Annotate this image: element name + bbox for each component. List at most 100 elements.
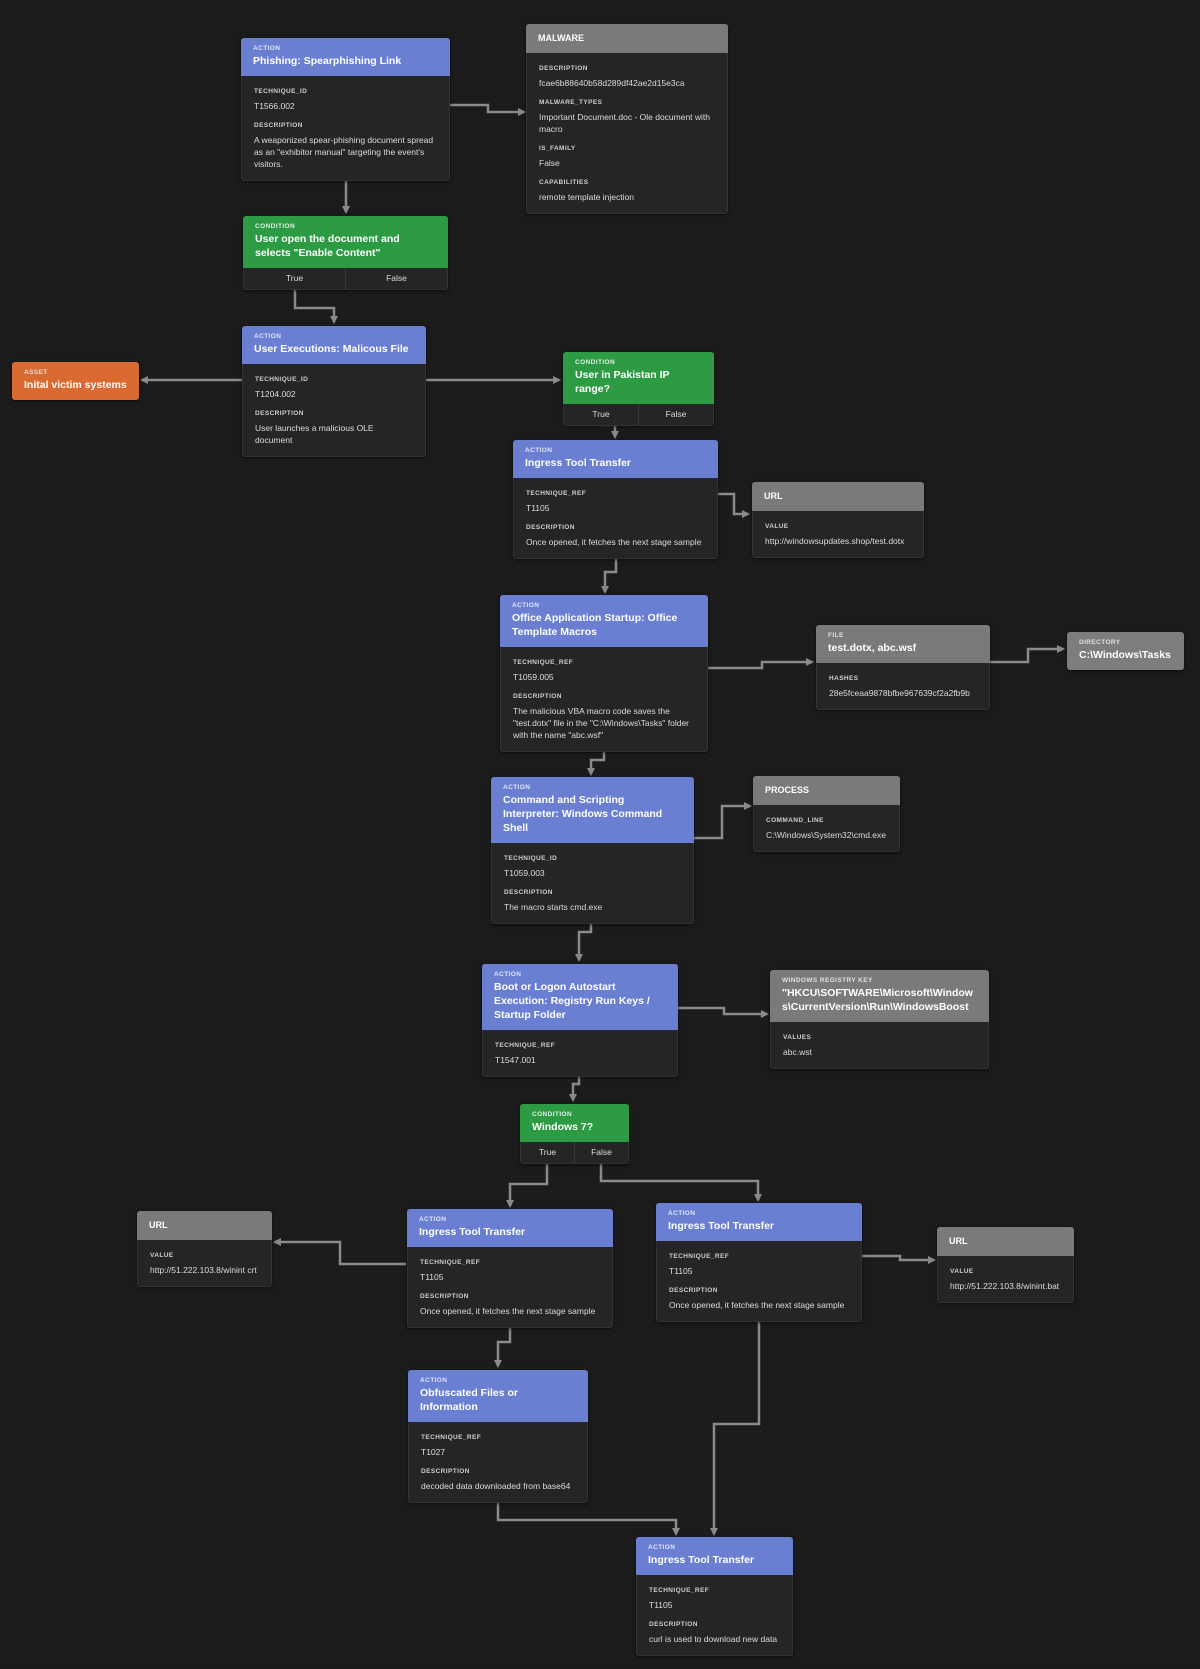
node-type-label: CONDITION	[255, 223, 296, 230]
node-title: User in Pakistan IP range?	[575, 369, 670, 395]
node-type-label: ACTION	[668, 1210, 696, 1217]
field-label: DESCRIPTION	[504, 889, 553, 896]
node-type-label: ACTION	[503, 784, 531, 791]
field-value: False	[539, 158, 560, 168]
node-title: Obfuscated Files or Information	[420, 1387, 519, 1413]
node-windows-command-shell[interactable]: ACTION Command and Scripting Interpreter:…	[491, 777, 694, 924]
node-condition-pakistan-ip[interactable]: CONDITION User in Pakistan IP range? True…	[563, 352, 714, 426]
field-value: decoded data downloaded from base64	[421, 1481, 571, 1491]
edge-windows7-false-to-ingress-right	[599, 1161, 762, 1202]
field-value: T1027	[421, 1447, 446, 1457]
field-value: Important Document.doc - Ole document wi…	[539, 112, 711, 134]
branch-true[interactable]: True	[538, 1147, 557, 1157]
node-title: Ingress Tool Transfer	[668, 1220, 774, 1232]
node-title: Boot or Logon Autostart Execution: Regis…	[494, 981, 650, 1021]
field-label: DESCRIPTION	[649, 1621, 698, 1628]
field-label: IS_FAMILY	[539, 145, 576, 152]
node-type-label: WINDOWS REGISTRY KEY	[782, 977, 873, 984]
node-type-label: ACTION	[512, 602, 540, 609]
field-value: The malicious VBA macro code saves the "…	[513, 706, 689, 740]
field-value: T1547.001	[495, 1055, 536, 1065]
field-label: TECHNIQUE_REF	[649, 1587, 710, 1594]
field-value: User launches a malicious OLE document	[255, 423, 374, 445]
edge-ingress-to-url	[718, 492, 750, 518]
field-label: TECHNIQUE_ID	[504, 855, 558, 862]
field-label: DESCRIPTION	[421, 1468, 470, 1475]
branch-true[interactable]: True	[592, 409, 610, 419]
field-label: TECHNIQUE_ID	[255, 376, 309, 383]
node-type-label: FILE	[828, 632, 844, 639]
field-label: TECHNIQUE_REF	[420, 1259, 481, 1266]
node-title: Office Application Startup: Office Templ…	[512, 612, 678, 638]
node-type-label: ACTION	[253, 45, 281, 52]
branch-false[interactable]: False	[574, 1142, 628, 1163]
edge-ingress-right-to-final-ingress	[710, 1310, 761, 1536]
node-title: User Executions: Malicous File	[254, 343, 409, 355]
node-type-label: PROCESS	[765, 785, 810, 795]
field-label: VALUES	[783, 1034, 812, 1041]
field-label: DESCRIPTION	[254, 122, 303, 129]
field-value: abc.wst	[783, 1047, 812, 1057]
field-label: TECHNIQUE_ID	[254, 88, 308, 95]
field-label: TECHNIQUE_REF	[669, 1253, 730, 1260]
branch-false[interactable]: False	[345, 268, 447, 289]
node-ingress-tool-transfer-3[interactable]: ACTION Ingress Tool Transfer TECHNIQUE_RE…	[656, 1203, 862, 1322]
node-title: Phishing: Spearphishing Link	[253, 55, 402, 67]
node-type-label: ACTION	[648, 1544, 676, 1551]
field-label: TECHNIQUE_REF	[421, 1434, 482, 1441]
field-value: http://51.222.103.8/winint crt	[150, 1265, 257, 1275]
node-title: Windows 7?	[532, 1121, 594, 1133]
field-value: Once opened, it fetches the next stage s…	[526, 537, 702, 547]
field-label: TECHNIQUE_REF	[513, 659, 574, 666]
field-value: http://51.222.103.8/winint.bat	[950, 1281, 1060, 1291]
node-directory-windows-tasks[interactable]: DIRECTORY C:\Windows\Tasks	[1067, 632, 1184, 670]
field-label: CAPABILITIES	[539, 179, 589, 186]
node-windows-registry-key[interactable]: WINDOWS REGISTRY KEY"HKCU\SOFTWARE\Micro…	[770, 970, 989, 1069]
field-label: HASHES	[829, 675, 859, 682]
field-label: DESCRIPTION	[420, 1293, 469, 1300]
edge-ingress-left-to-url-left	[273, 1238, 406, 1266]
edge-ingress-right-to-url-right	[862, 1254, 936, 1264]
node-type-label: MALWARE	[538, 33, 584, 43]
node-type-label: DIRECTORY	[1079, 639, 1121, 646]
node-type-label: CONDITION	[575, 359, 616, 366]
field-value: fcae6b88640b58d289df42ae2d15e3ca	[539, 78, 685, 88]
field-label: VALUE	[150, 1252, 174, 1259]
branch-false[interactable]: False	[638, 404, 713, 425]
field-value: A weaponized spear-phishing document spr…	[254, 135, 434, 169]
node-title: Inital victim systems	[24, 379, 127, 391]
node-type-label: ACTION	[419, 1216, 447, 1223]
node-phishing-spearphishing-link[interactable]: ACTION Phishing: Spearphishing Link TECHN…	[241, 38, 450, 181]
field-value: http://windowsupdates.shop/test.dotx	[765, 536, 905, 546]
field-value: curl is used to download new data	[649, 1634, 778, 1644]
node-title: C:\Windows\Tasks	[1079, 649, 1171, 661]
field-value: T1105	[669, 1266, 693, 1276]
field-value: Once opened, it fetches the next stage s…	[420, 1306, 596, 1316]
field-value: T1566.002	[254, 101, 295, 111]
branch-true[interactable]: True	[285, 273, 304, 283]
node-user-execution-malicious-file[interactable]: ACTION User Executions: Malicous File TEC…	[242, 326, 426, 457]
node-type-label: ACTION	[254, 333, 282, 340]
field-value: T1105	[649, 1600, 673, 1610]
field-value: Once opened, it fetches the next stage s…	[669, 1300, 845, 1310]
node-type-label: ACTION	[525, 447, 553, 454]
node-title: Command and Scripting Interpreter: Windo…	[503, 794, 663, 834]
field-value: T1105	[526, 503, 550, 513]
node-office-template-macros[interactable]: ACTION Office Application Startup: Office…	[500, 595, 708, 752]
field-value: T1059.005	[513, 672, 554, 682]
edge-file-to-directory	[990, 645, 1065, 664]
